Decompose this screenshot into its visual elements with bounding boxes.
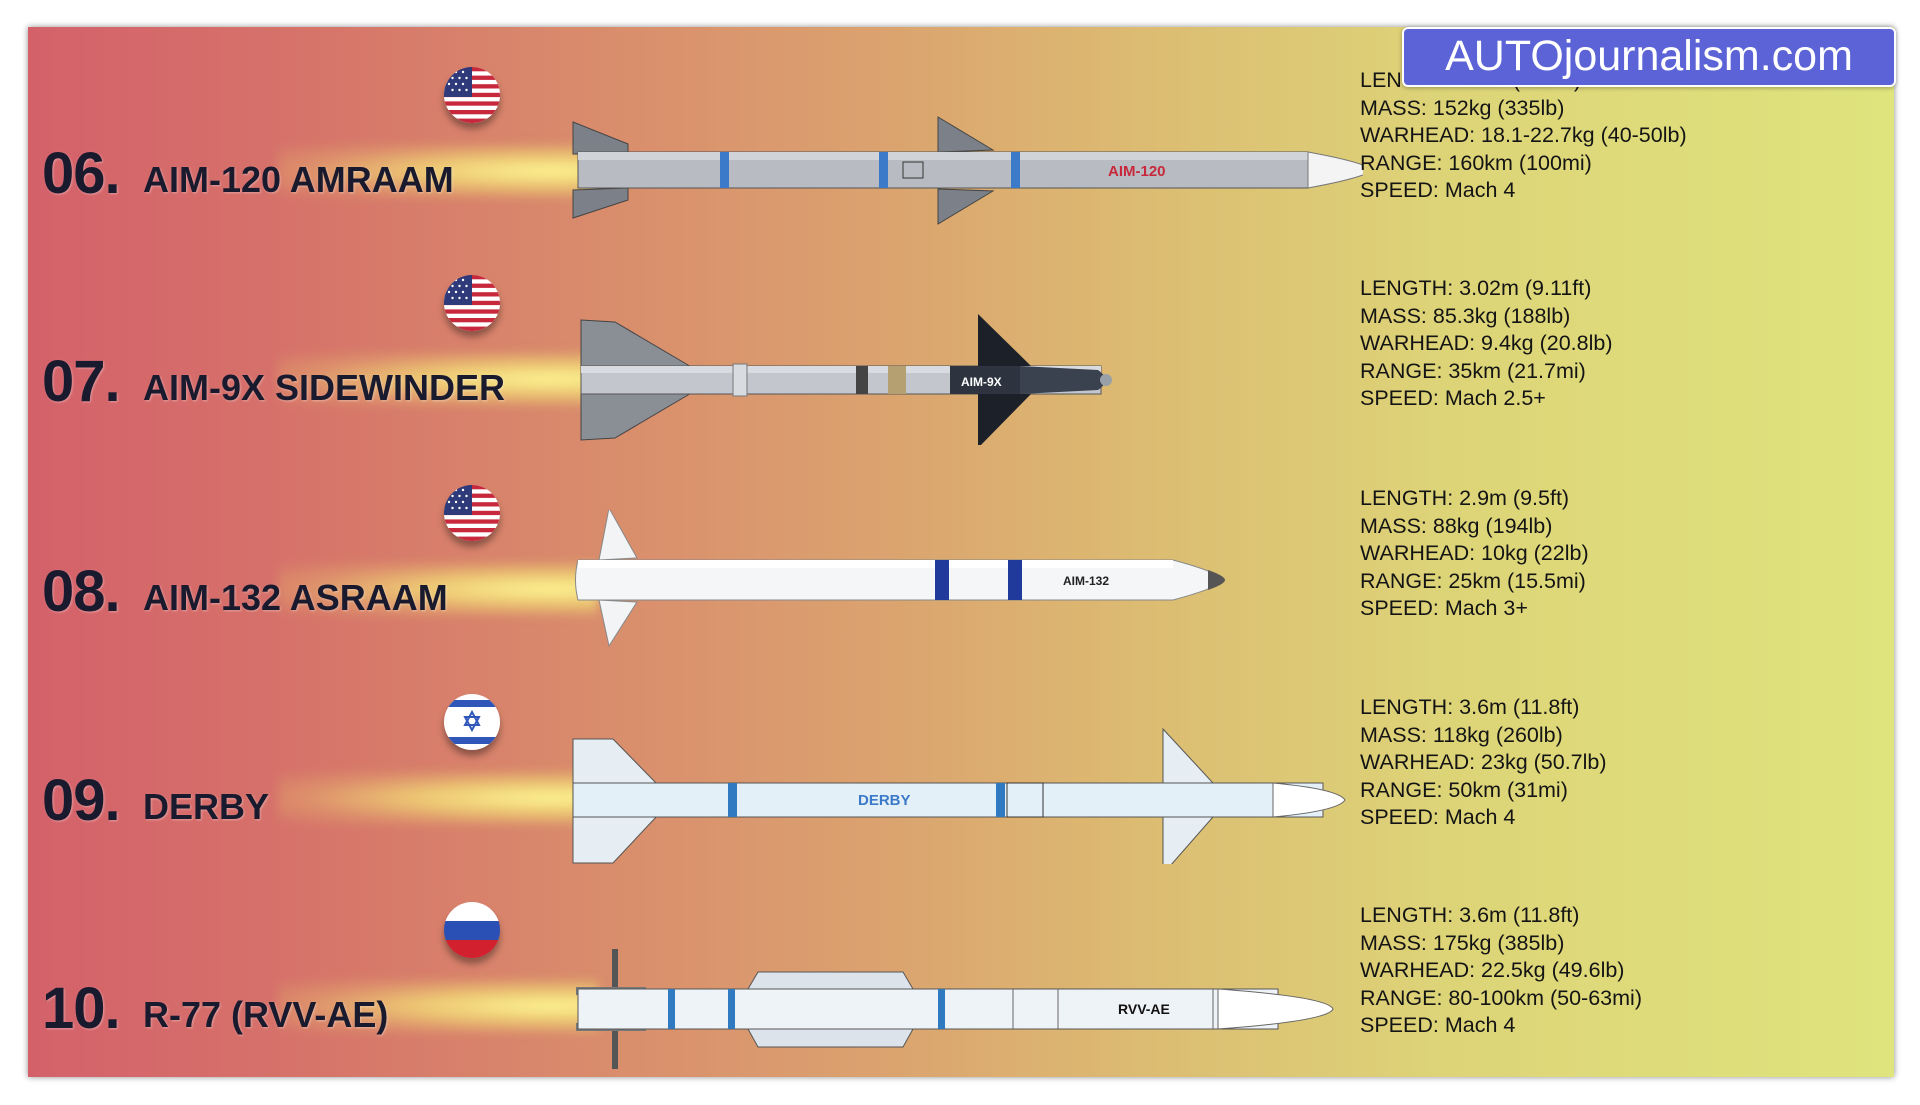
spec-range: RANGE: 50km (31mi) (1360, 777, 1568, 802)
spec-length: LENGTH: 3.6m (11.8ft) (1360, 903, 1580, 927)
spec-range: RANGE: 35km (21.7mi) (1360, 358, 1586, 383)
spec-warhead: WARHEAD: 23kg (50.7lb) (1360, 750, 1607, 774)
usa-flag-icon (444, 67, 500, 123)
spec-speed: SPEED: Mach 4 (1360, 178, 1516, 202)
rank-number: 08. (42, 559, 121, 624)
spec-list: LENGTH: 3.02m (9.11ft) MASS: 85.3kg (188… (1360, 275, 1613, 413)
spec-mass: MASS: 118kg (260lb) (1360, 722, 1563, 747)
aim-132-missile-image: AIM-132 (533, 510, 1363, 655)
missile-name: DERBY (143, 786, 270, 827)
missile-row-09: 09. DERBY DERBY (28, 664, 1894, 864)
spec-speed: SPEED: Mach 4 (1360, 805, 1516, 829)
missile-name: AIM-132 ASRAAM (143, 577, 448, 618)
exhaust-trail (278, 352, 598, 406)
rank-number: 07. (42, 349, 121, 414)
spec-warhead: WARHEAD: 9.4kg (20.8lb) (1360, 331, 1613, 355)
aim-120-missile-image: AIM-120 (533, 92, 1363, 237)
missile-row-10: 10. R-77 (RVV-AE) (28, 872, 1894, 1072)
derby-missile-image: DERBY (533, 719, 1363, 864)
exhaust-trail (278, 562, 598, 616)
rank-number: 10. (42, 976, 121, 1041)
missile-body-label: DERBY (858, 792, 911, 809)
rank-number: 09. (42, 768, 121, 833)
spec-mass: MASS: 85.3kg (188lb) (1360, 303, 1571, 328)
r-77-missile-image: RVV-AE (533, 927, 1363, 1072)
spec-list: LENGTH: 3.6m (11.8ft) MASS: 175kg (385lb… (1360, 902, 1642, 1040)
usa-flag-icon (444, 485, 500, 541)
spec-list: LENGTH: 2.9m (9.5ft) MASS: 88kg (194lb) … (1360, 485, 1589, 623)
exhaust-trail (278, 771, 598, 825)
exhaust-trail (278, 144, 598, 198)
aim-9x-missile-image: AIM-9X (533, 300, 1363, 445)
russia-flag-icon (444, 902, 500, 958)
spec-list: LENGTH: 3.7m (12.3ft) MASS: 152kg (335lb… (1360, 67, 1687, 205)
spec-length: LENGTH: 3.6m (11.8ft) (1360, 695, 1580, 719)
missile-body-label: AIM-9X (961, 375, 1002, 389)
spec-length: LENGTH: 2.9m (9.5ft) (1360, 486, 1570, 510)
missile-row-08: 08. AIM-132 ASRAAM AIM-132 (28, 455, 1894, 655)
spec-mass: MASS: 152kg (335lb) (1360, 95, 1565, 120)
spec-length: LENGTH: 3.02m (9.11ft) (1360, 276, 1592, 300)
missile-name: AIM-9X SIDEWINDER (143, 367, 506, 408)
usa-flag-icon (444, 275, 500, 331)
spec-speed: SPEED: Mach 3+ (1360, 596, 1528, 620)
spec-list: LENGTH: 3.6m (11.8ft) MASS: 118kg (260lb… (1360, 694, 1607, 832)
missile-name: R-77 (RVV-AE) (143, 994, 389, 1035)
spec-range: RANGE: 25km (15.5mi) (1360, 568, 1586, 593)
spec-range: RANGE: 160km (100mi) (1360, 150, 1592, 175)
watermark-badge: AUTOjournalism.com (1402, 27, 1896, 87)
exhaust-trail (278, 979, 598, 1033)
missile-body-label: AIM-132 (1063, 574, 1109, 588)
missile-name: AIM-120 AMRAAM (143, 159, 454, 200)
spec-warhead: WARHEAD: 18.1-22.7kg (40-50lb) (1360, 123, 1687, 147)
spec-speed: SPEED: Mach 4 (1360, 1013, 1516, 1037)
missile-row-07: 07. AIM-9X SIDEWINDER (28, 245, 1894, 445)
infographic-canvas: 06. AIM-120 AMRAAM (28, 27, 1894, 1077)
missile-body-label: AIM-120 (1108, 163, 1166, 180)
spec-warhead: WARHEAD: 10kg (22lb) (1360, 541, 1589, 565)
rank-number: 06. (42, 141, 121, 206)
spec-speed: SPEED: Mach 2.5+ (1360, 386, 1546, 410)
spec-warhead: WARHEAD: 22.5kg (49.6lb) (1360, 958, 1625, 982)
missile-body-label: RVV-AE (1118, 1001, 1170, 1017)
israel-flag-icon (444, 694, 500, 750)
spec-mass: MASS: 88kg (194lb) (1360, 513, 1553, 538)
spec-range: RANGE: 80-100km (50-63mi) (1360, 985, 1642, 1010)
spec-mass: MASS: 175kg (385lb) (1360, 930, 1565, 955)
